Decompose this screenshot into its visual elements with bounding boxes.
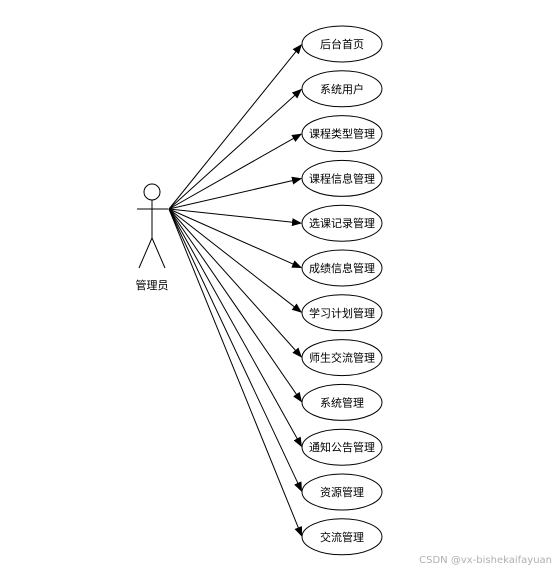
use-case-ellipse [301, 159, 383, 197]
use-case-label: 课程信息管理 [309, 171, 375, 185]
watermark: CSDN @vx-bishekaifayuan [419, 555, 552, 566]
association-arrow [168, 208, 302, 448]
use-case-label: 系统管理 [320, 395, 364, 409]
use-case: 学习计划管理 [301, 294, 383, 332]
association-arrow [168, 208, 303, 358]
use-case: 师生交流管理 [301, 339, 383, 377]
association-arrow [168, 208, 302, 313]
use-case-label: 资源管理 [320, 485, 364, 499]
association-arrow [168, 208, 303, 493]
use-case-ellipse [301, 383, 383, 421]
use-case: 系统用户 [301, 70, 383, 108]
association-arrow [168, 208, 303, 269]
use-case-label: 课程类型管理 [309, 127, 375, 141]
use-case: 选课记录管理 [301, 204, 383, 242]
use-case: 系统管理 [301, 383, 383, 421]
use-case-label: 通知公告管理 [309, 440, 375, 454]
use-case-ellipse [301, 249, 383, 287]
association-arrow [168, 208, 303, 537]
use-case: 课程信息管理 [301, 159, 383, 197]
use-case: 成绩信息管理 [301, 249, 383, 287]
use-case-ellipse [301, 518, 383, 556]
actor-admin: 管理员 [136, 183, 169, 292]
use-case-list: 后台首页系统用户课程类型管理课程信息管理选课记录管理成绩信息管理学习计划管理师生… [301, 25, 383, 556]
use-case-ellipse [301, 294, 383, 332]
use-case-label: 交流管理 [320, 530, 364, 544]
association-arrow [168, 133, 302, 210]
use-case: 资源管理 [301, 473, 383, 511]
use-case: 通知公告管理 [301, 428, 383, 466]
use-case-ellipse [301, 115, 383, 153]
use-case-ellipse [301, 428, 383, 466]
use-case-label: 后台首页 [320, 37, 364, 51]
use-case-ellipse [301, 339, 383, 377]
use-case-label: 选课记录管理 [309, 216, 375, 230]
association-arrow [168, 208, 302, 227]
actor-label: 管理员 [136, 278, 169, 292]
association-links [168, 43, 303, 537]
use-case: 后台首页 [301, 25, 383, 63]
association-arrow [168, 88, 302, 210]
association-arrow [168, 208, 302, 403]
use-case-ellipse [301, 473, 383, 511]
use-case: 交流管理 [301, 518, 383, 556]
use-case-label: 系统用户 [320, 82, 364, 96]
use-case-label: 成绩信息管理 [309, 261, 375, 275]
use-case-label: 师生交流管理 [309, 351, 375, 365]
stick-figure-icon [137, 183, 168, 269]
association-arrow [168, 43, 303, 210]
use-case: 课程类型管理 [301, 115, 383, 153]
use-case-ellipse [301, 25, 383, 63]
use-case-label: 学习计划管理 [309, 306, 375, 320]
association-arrow [168, 176, 302, 210]
use-case-ellipse [301, 204, 383, 242]
use-case-ellipse [301, 70, 383, 108]
